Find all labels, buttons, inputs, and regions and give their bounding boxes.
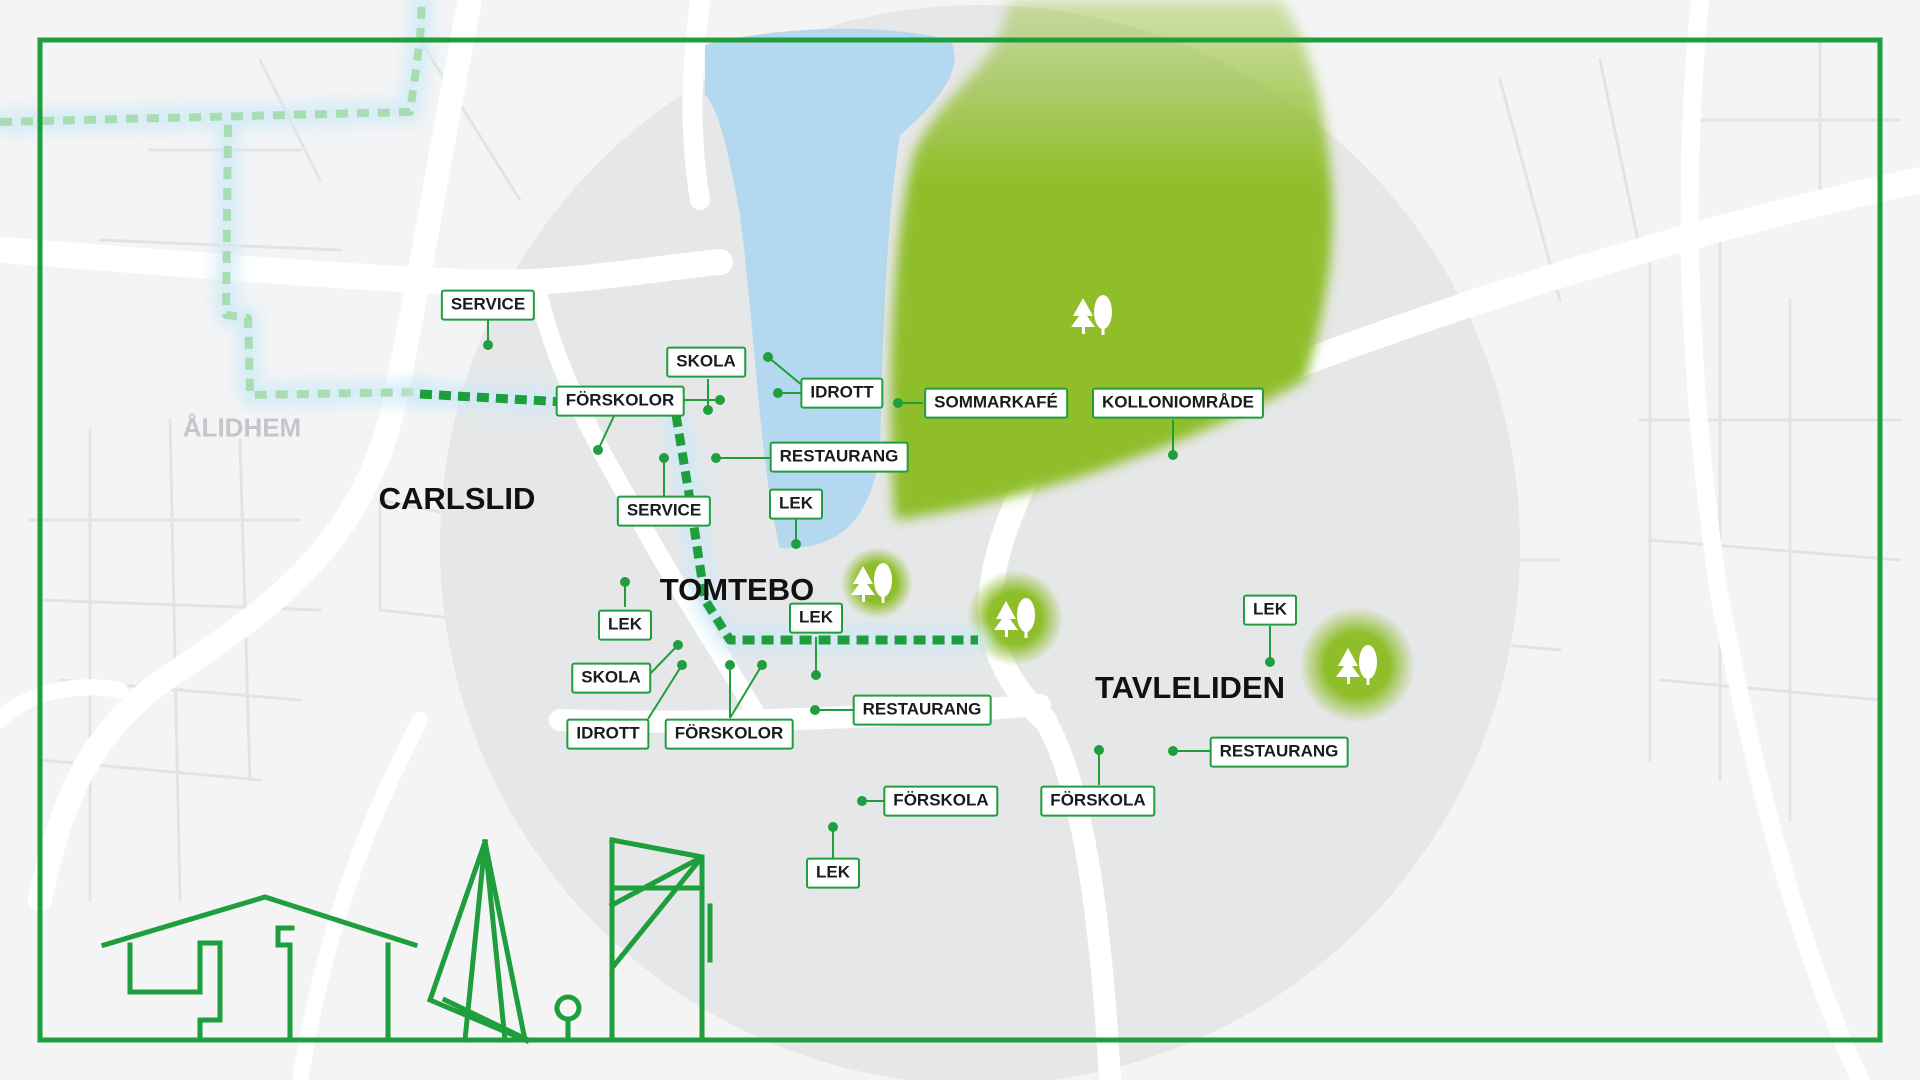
- label-lek-south[interactable]: LEK: [806, 857, 860, 889]
- route-faded: [0, 0, 426, 399]
- label-idrott-south[interactable]: IDROTT: [566, 718, 650, 750]
- label-forskolor-south[interactable]: FÖRSKOLOR: [664, 718, 794, 750]
- label-service-carlslid[interactable]: SERVICE: [440, 289, 536, 321]
- route-primary: [419, 389, 978, 645]
- label-forskola-tomtebo[interactable]: FÖRSKOLA: [883, 785, 999, 817]
- label-restaurang-north[interactable]: RESTAURANG: [769, 441, 909, 473]
- label-restaurang-tavleliden[interactable]: RESTAURANG: [1209, 736, 1349, 768]
- label-idrott-north[interactable]: IDROTT: [800, 377, 884, 409]
- label-service-tomtebo[interactable]: SERVICE: [616, 495, 712, 527]
- area-name-carlslid: CARLSLID: [378, 481, 536, 516]
- label-lek-tomtebo[interactable]: LEK: [789, 602, 843, 634]
- label-forskolor-north[interactable]: FÖRSKOLOR: [555, 385, 685, 417]
- label-forskola-tavleliden[interactable]: FÖRSKOLA: [1040, 785, 1156, 817]
- label-lek-lake[interactable]: LEK: [769, 488, 823, 520]
- label-skola-north[interactable]: SKOLA: [666, 346, 746, 378]
- label-kolloniomrade[interactable]: KOLLONIOMRÅDE: [1091, 387, 1265, 419]
- area-name-tavleliden: TAVLELIDEN: [1094, 670, 1286, 705]
- label-lek-west[interactable]: LEK: [598, 609, 652, 641]
- label-sommarkafe[interactable]: SOMMARKAFÉ: [924, 387, 1068, 419]
- lake: [705, 28, 955, 549]
- label-skola-south[interactable]: SKOLA: [571, 662, 651, 694]
- area-name-tomtebo: TOMTEBO: [659, 572, 815, 607]
- callout-leaders: [483, 320, 1275, 858]
- area-name-alidhem: ÅLIDHEM: [182, 412, 302, 443]
- label-restaurang-tomtebo[interactable]: RESTAURANG: [852, 694, 992, 726]
- label-lek-tavleliden[interactable]: LEK: [1243, 594, 1297, 626]
- skyline-illustration: [100, 837, 1883, 1045]
